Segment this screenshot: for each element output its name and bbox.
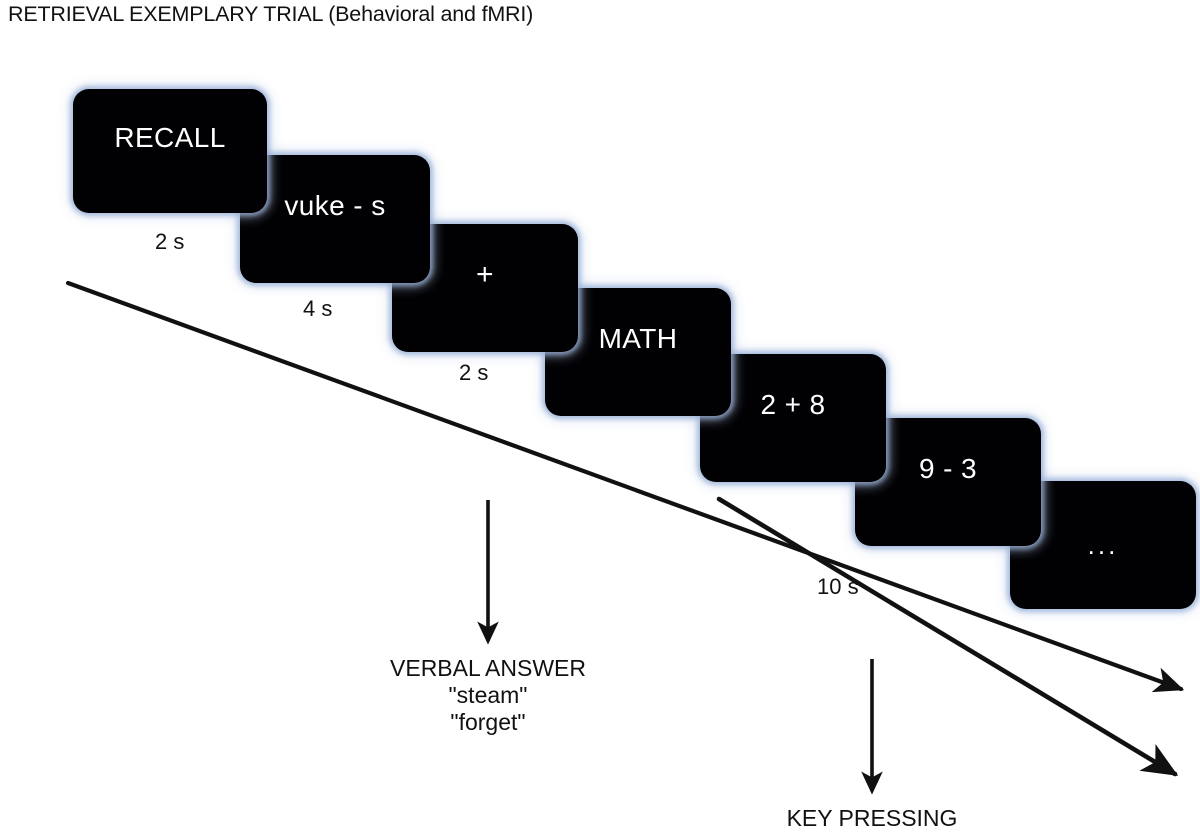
verbal-answer-response-1: "steam" (448, 682, 528, 709)
key-pressing-heading: KEY PRESSING (786, 805, 958, 831)
duration-label-cue: 4 s (303, 296, 333, 321)
verbal-answer-block: VERBAL ANSWER "steam" "forget" (390, 655, 586, 736)
duration-label-recall: 2 s (155, 229, 185, 254)
stimulus-card-math1-label: 2 + 8 (760, 389, 826, 420)
key-pressing-block: KEY PRESSING (787, 805, 958, 832)
duration-label-math: 10 s (817, 574, 859, 599)
verbal-answer-heading: VERBAL ANSWER (390, 655, 586, 681)
page-title: RETRIEVAL EXEMPLARY TRIAL (Behavioral an… (8, 2, 534, 26)
verbal-answer-response-2: "forget" (450, 709, 526, 736)
duration-label-fixation: 2 s (459, 360, 489, 385)
stimulus-card-cue[interactable]: vuke - s (240, 155, 430, 283)
stimulus-card-fixation-label: + (476, 258, 494, 291)
stimulus-card-math2-label: 9 - 3 (918, 453, 978, 484)
stimulus-card-math3-label: ... (1087, 530, 1119, 560)
stimulus-card-recall[interactable]: RECALL (73, 89, 267, 213)
stimulus-card-recall-label: RECALL (114, 122, 226, 153)
stimulus-card-cue-label: vuke - s (284, 190, 386, 221)
stimulus-card-math-label: MATH (598, 323, 678, 354)
